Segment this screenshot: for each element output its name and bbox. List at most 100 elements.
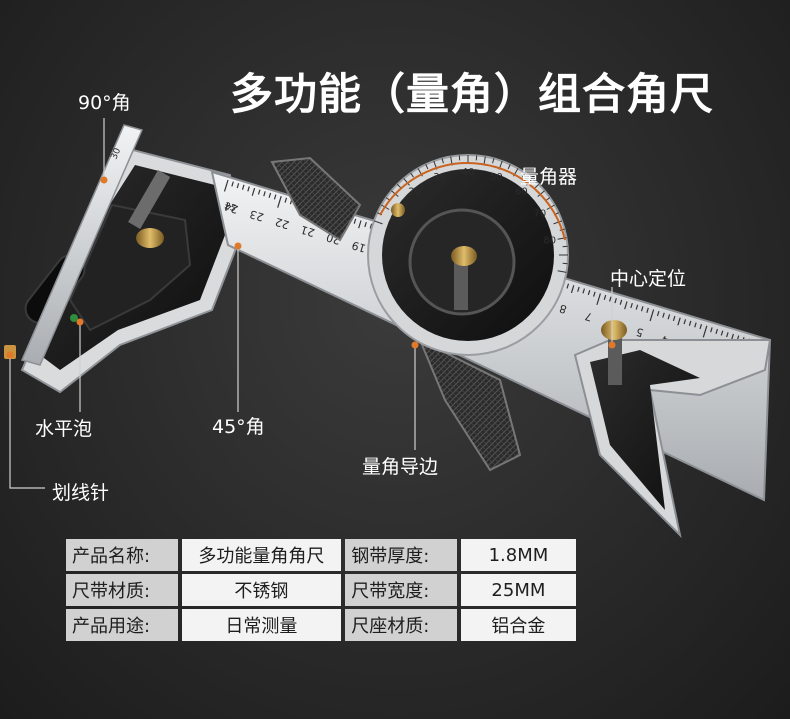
rule-tick (273, 194, 277, 200)
protractor-tick (441, 158, 444, 164)
protractor-tick (557, 270, 567, 273)
protractor-tick (403, 178, 410, 186)
rule-tick (593, 291, 596, 297)
rule-tick (251, 187, 256, 196)
spec-key: 尺座材质: (345, 609, 457, 641)
rule-tick (635, 304, 639, 310)
protractor-tick (553, 220, 563, 225)
rule-tick (587, 289, 591, 296)
protractor-tick (373, 220, 383, 225)
rule-tick (582, 288, 586, 294)
rule-tick (268, 192, 272, 198)
rule-tick (566, 283, 570, 289)
rule-tick (277, 196, 282, 208)
protractor-tick (537, 190, 545, 197)
rule-number: 23 (248, 207, 265, 224)
rule-tick (263, 191, 266, 197)
spec-value: 25MM (460, 574, 576, 606)
spec-key: 尺带宽度: (345, 574, 457, 606)
rule-tick (688, 320, 692, 326)
rule-tick (662, 312, 665, 318)
rule-tick (596, 293, 601, 306)
protractor-lock-knob (451, 246, 477, 266)
callout-scriber: 划线针 (52, 482, 110, 504)
rule-tick (720, 330, 724, 336)
protractor-tick (534, 183, 540, 189)
protractor-grip-top (270, 156, 362, 242)
rule-tick (231, 181, 234, 187)
protractor-pivot (391, 203, 405, 217)
rule-number: 24 (223, 199, 240, 216)
rule-tick (667, 314, 671, 320)
rule-tick (614, 298, 617, 304)
protractor-head: 1020304050607080 (270, 154, 569, 472)
rule-tick (364, 221, 367, 228)
spec-row: 产品用途: 日常测量 尺座材质: 铝合金 (66, 609, 576, 641)
rule-tick (640, 306, 644, 312)
protractor-tick (507, 164, 511, 170)
rule-tick (656, 311, 660, 317)
spec-value: 铝合金 (460, 609, 576, 641)
callout-protractor: 量角器 (520, 166, 578, 188)
rule-number: 7 (583, 309, 593, 323)
rule-tick (677, 317, 681, 326)
rule-tick (358, 220, 362, 229)
rule-tick (257, 189, 261, 195)
spec-key: 钢带厚度: (345, 539, 457, 571)
callout-45-degree: 45°角 (212, 416, 265, 438)
protractor-number: 30 (433, 172, 446, 183)
rule-tick (223, 179, 229, 192)
rule-tick (570, 285, 575, 294)
callout-level-vial: 水平泡 (35, 418, 93, 440)
head-lock-knob (136, 228, 164, 248)
spec-table: 产品名称: 多功能量角角尺 钢带厚度: 1.8MM 尺带材质: 不锈钢 尺带宽度… (62, 536, 580, 644)
rule-number: 21 (299, 223, 316, 240)
protractor-tick (492, 158, 495, 164)
spec-key: 产品用途: (66, 609, 178, 641)
protractor-tick (526, 178, 533, 186)
protractor-number: 50 (490, 172, 503, 183)
rule-tick (353, 218, 357, 224)
callout-protractor-guide: 量角导边 (362, 456, 439, 478)
protractor-tick (425, 164, 429, 170)
rule-tick (624, 301, 628, 310)
spec-value: 多功能量角角尺 (181, 539, 342, 571)
callout-leaders (9, 118, 613, 489)
spec-value: 日常测量 (181, 609, 342, 641)
protractor-tick (396, 183, 402, 189)
square-tick-1: 25 (223, 201, 237, 214)
rule-tick (603, 294, 607, 300)
spec-key: 产品名称: (66, 539, 178, 571)
rule-number: 5 (635, 325, 645, 339)
rule-tick (672, 315, 676, 322)
spec-value: 不锈钢 (181, 574, 342, 606)
rule-tick (710, 327, 713, 333)
rule-tick (694, 322, 697, 328)
protractor-tick (410, 172, 414, 178)
rule-tick (702, 325, 708, 338)
square-tick-0: 30 (110, 146, 124, 161)
rule-tick (247, 186, 250, 192)
protractor-tick (522, 172, 526, 178)
page-title: 多功能（量角）组合角尺 (230, 70, 714, 120)
protractor-number: 20 (408, 186, 421, 197)
rule-tick (715, 328, 719, 334)
rule-tick (369, 223, 373, 229)
rule-tick (683, 319, 687, 325)
callout-dots (6, 176, 616, 359)
protractor-guide-edge (418, 337, 522, 472)
spec-key: 尺带材质: (66, 574, 178, 606)
level-bubble (70, 314, 78, 322)
rule-tick (619, 299, 623, 305)
protractor-number: 80 (543, 236, 556, 247)
rule-tick (609, 296, 612, 302)
protractor-number: 70 (534, 209, 547, 220)
rule-tick (236, 183, 240, 189)
rule-tick (646, 307, 649, 313)
rule-tick (726, 332, 729, 338)
protractor-number: 40 (462, 167, 475, 178)
rule-tick (577, 286, 580, 292)
rule-number: 19 (350, 238, 367, 255)
center-finder-knob (601, 320, 627, 340)
